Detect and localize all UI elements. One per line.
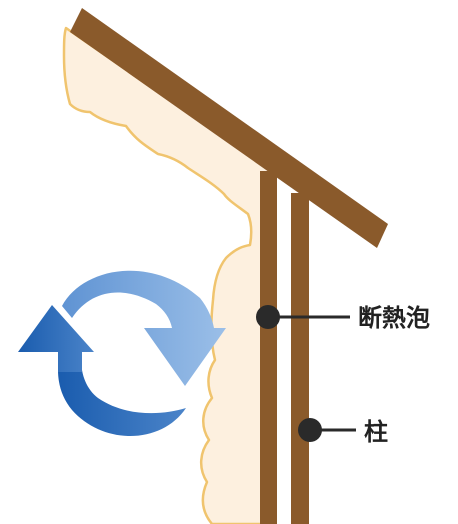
post-left xyxy=(260,171,277,524)
foam-label: 断熱泡 xyxy=(358,304,430,332)
post-label: 柱 xyxy=(364,418,388,446)
foam-callout: 断熱泡 xyxy=(256,304,430,332)
arrow-lower xyxy=(58,370,186,437)
circular-arrows-icon xyxy=(18,270,226,437)
post-callout: 柱 xyxy=(298,418,388,446)
spray-foam-insulation xyxy=(62,26,272,524)
arrow-lower-head xyxy=(18,305,94,372)
roof-rafter xyxy=(70,8,388,248)
arrow-upper xyxy=(62,270,226,386)
post-right xyxy=(291,193,309,524)
